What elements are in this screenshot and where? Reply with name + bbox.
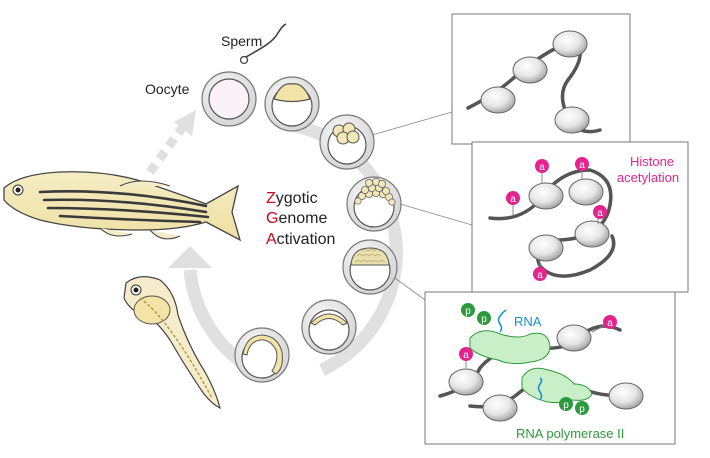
zga-title: Zygotic Genome Activation [266, 190, 335, 248]
acetyl-marks: a a a a a [506, 157, 607, 281]
nucleosome-group [480, 30, 590, 134]
phospho-label: p [481, 314, 487, 325]
zga-letter-a: A [266, 231, 277, 248]
svg-text:Zygotic: Zygotic [266, 190, 318, 207]
zga-rest-g: enome [278, 210, 327, 227]
phospho-label: p [579, 404, 585, 415]
acetyl-label: a [539, 162, 545, 173]
sperm-label: Sperm [221, 33, 262, 49]
zga-rest-a: ctivation [277, 231, 336, 248]
embryo-four-cell [319, 114, 375, 170]
phospho-label: p [465, 306, 471, 317]
zga-letter-z: Z [266, 190, 276, 207]
rna-polymerase-label: RNA polymerase II [516, 426, 624, 441]
svg-text:Genome: Genome [266, 210, 327, 227]
zga-rest-z: ygotic [276, 190, 318, 207]
histone-label-line2: acetylation [617, 170, 679, 185]
rna-polymerase-shape [469, 330, 593, 404]
acetyl-label: a [607, 318, 613, 329]
acetyl-label: a [579, 160, 585, 171]
acetyl-label: a [510, 194, 516, 205]
embryo-multi-cell [346, 176, 402, 232]
embryo-gastrula [301, 299, 357, 355]
acetyl-label: a [537, 270, 543, 281]
panel-histone-acetylation: a a a a a Histone acetylation [471, 141, 689, 293]
rna-strand [497, 309, 543, 401]
histone-label-line1: Histone [630, 154, 674, 169]
zga-letter-g: G [266, 210, 278, 227]
sperm-icon [239, 23, 287, 65]
acetyl-marks-panel3: a a [459, 315, 617, 368]
oocyte-label: Oocyte [145, 81, 190, 97]
rna-label: RNA [514, 314, 542, 329]
panel-chromatin-closed [451, 13, 631, 145]
phospho-label: p [563, 400, 569, 411]
svg-text:Activation: Activation [266, 231, 335, 248]
embryo-oocyte [201, 71, 257, 127]
embryo-segmentation [234, 327, 290, 383]
zebrafish-larva [123, 276, 221, 410]
acetyl-label: a [597, 208, 603, 219]
zebrafish-adult [3, 171, 242, 242]
acetyl-label: a [463, 350, 469, 361]
embryo-sphere [342, 239, 398, 295]
embryo-one-cell [264, 76, 320, 132]
zoom-connectors [371, 111, 473, 301]
phospho-marks: p p p p [461, 303, 589, 415]
panel-transcription: RNA p p p p a a RNA polymerase II [424, 291, 676, 445]
